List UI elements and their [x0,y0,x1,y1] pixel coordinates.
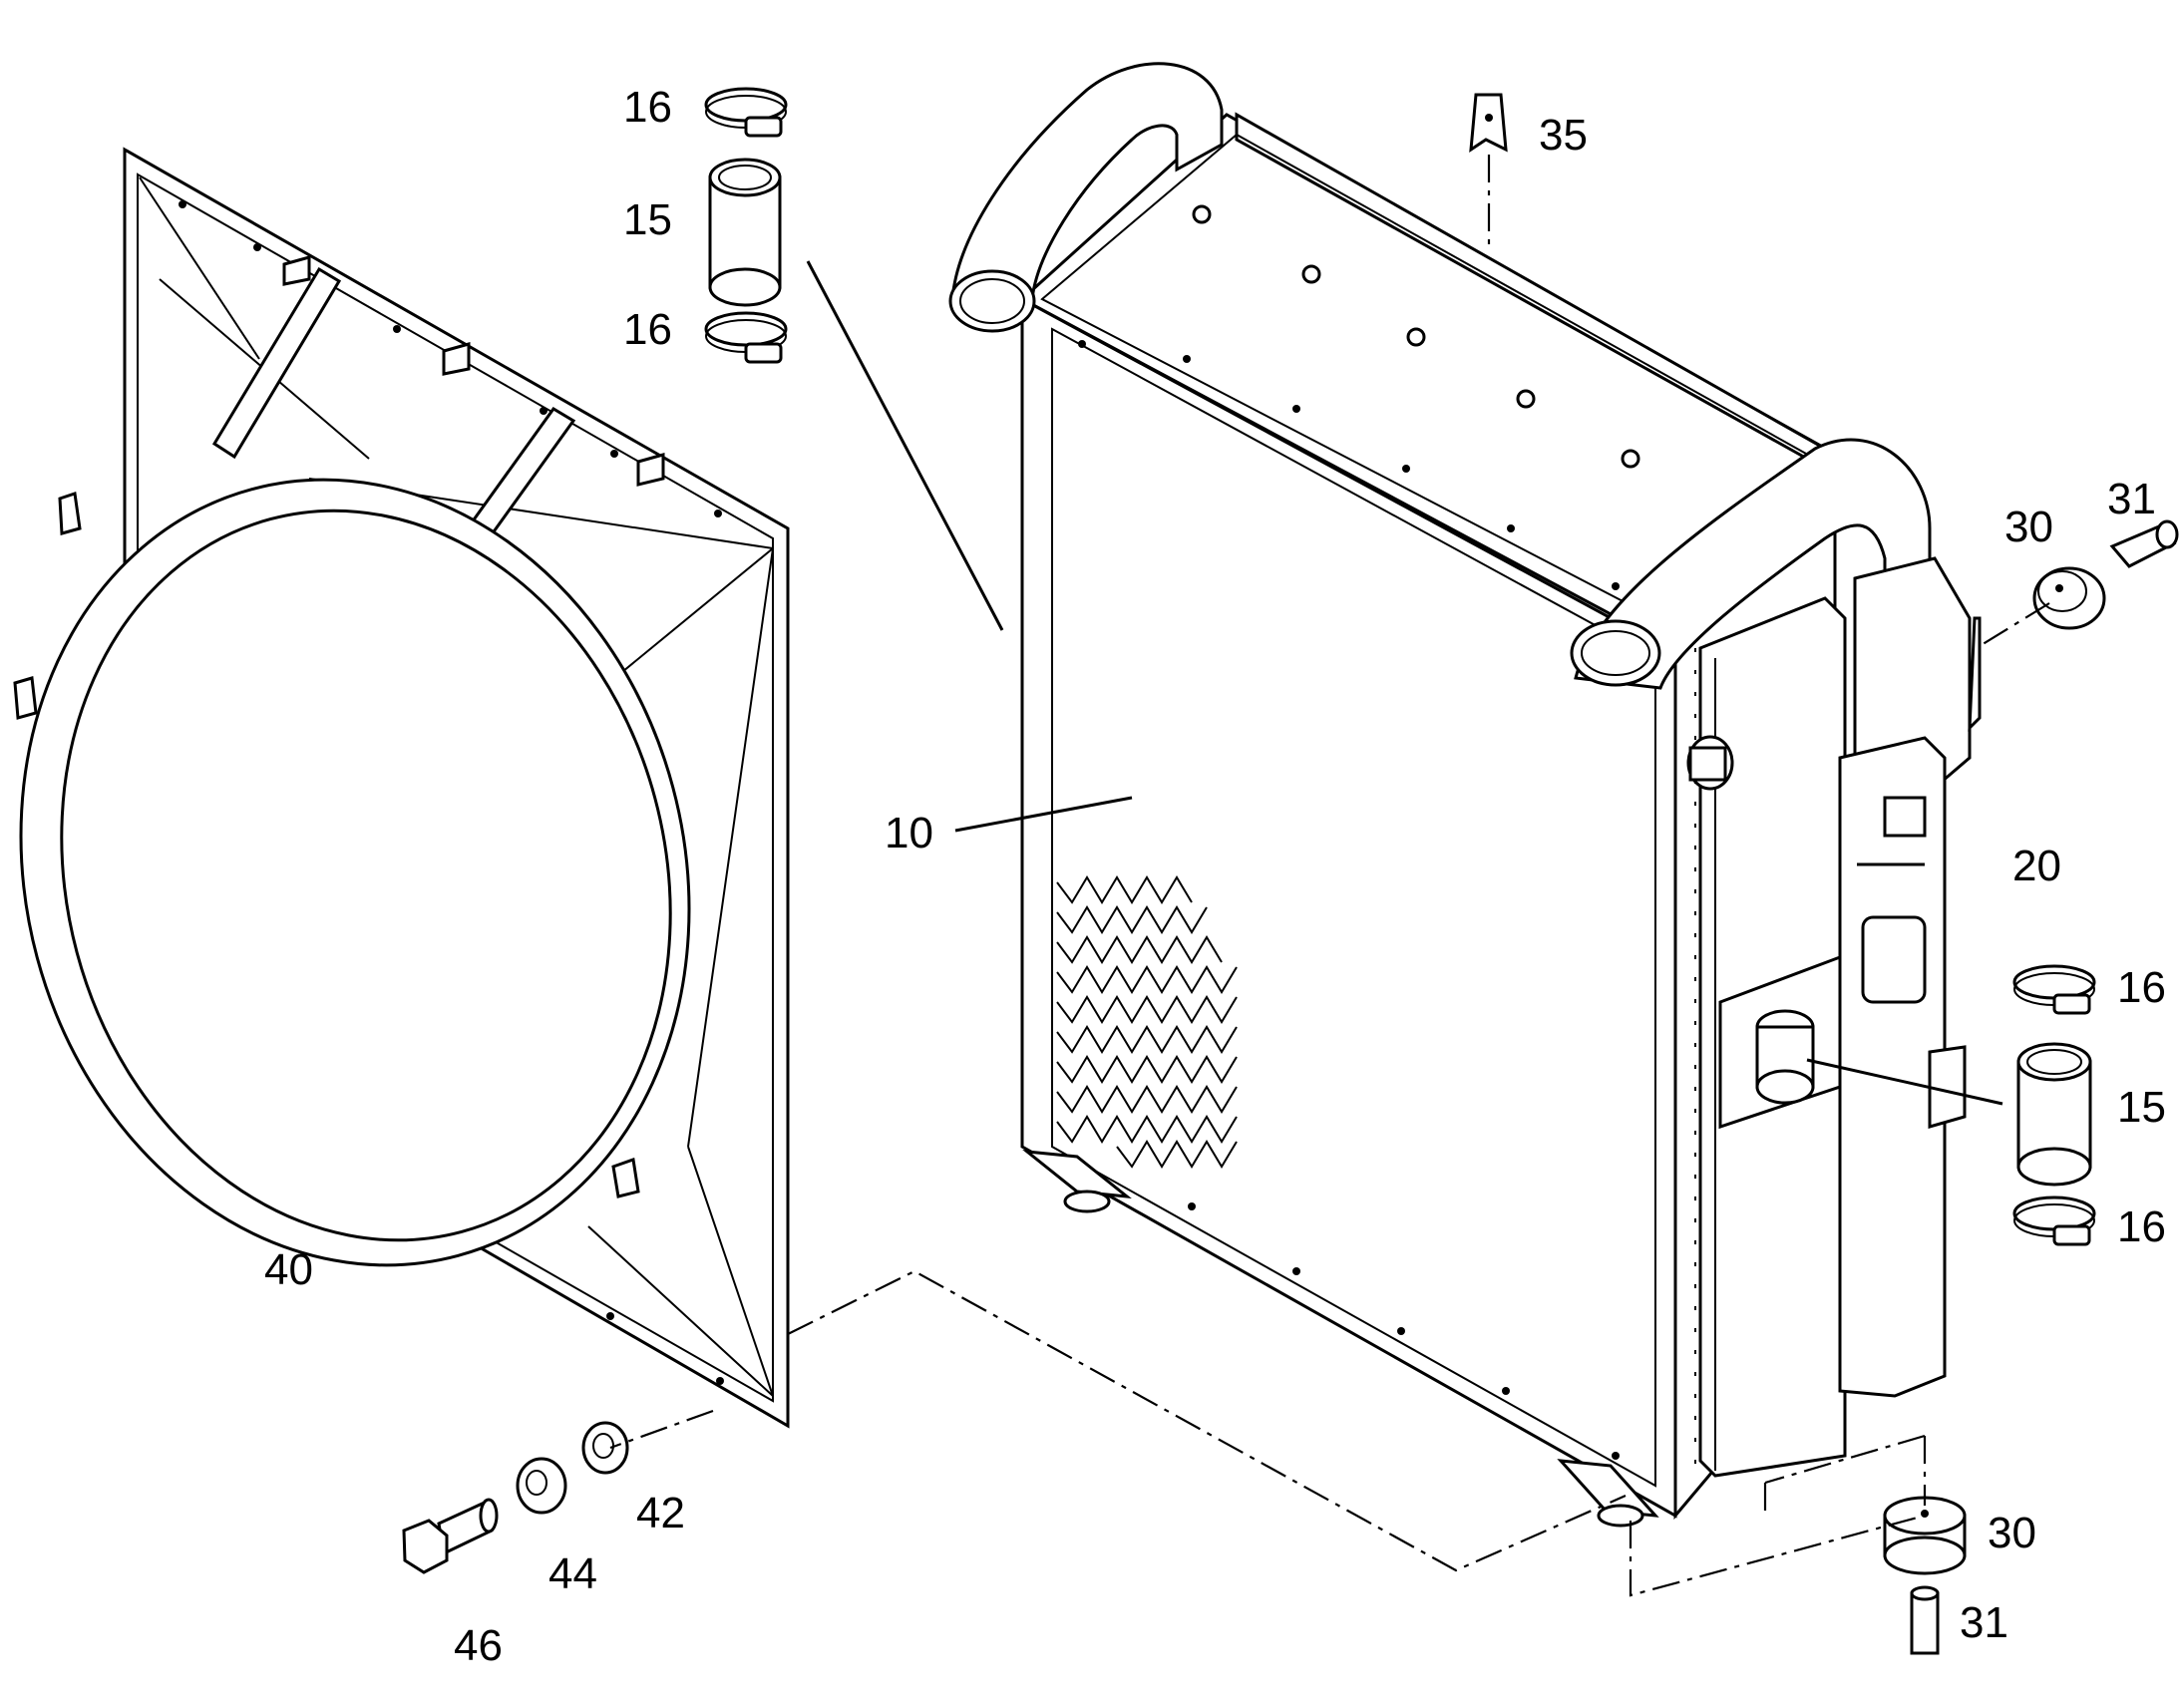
label-30-bottom: 30 [1988,1509,2036,1557]
leader-lines [806,260,2003,1106]
label-35: 35 [1539,111,1588,160]
label-31-right: 31 [2107,475,2156,523]
label-10: 10 [885,809,933,857]
label-44: 44 [548,1549,597,1598]
label-16-top-upper: 16 [623,83,672,132]
hose-clamp-right-lower [2012,1196,2096,1246]
label-15-right: 15 [2117,1083,2166,1132]
spacer-sleeve-bottom [1910,1585,1940,1655]
short-hose [1755,1009,1815,1105]
rubber-grommet-bottom [1883,1496,1967,1575]
label-40: 40 [264,1245,313,1294]
label-16-right-upper: 16 [2117,963,2166,1012]
lock-washer [581,1421,629,1475]
label-46: 46 [454,1621,503,1670]
clip [1469,93,1508,153]
label-30-right: 30 [2004,503,2053,551]
hose-section-top [708,158,782,307]
label-16-right-lower: 16 [2117,1202,2166,1251]
hose-section-right [2016,1042,2092,1187]
label-31-bottom: 31 [1960,1598,2008,1647]
label-20: 20 [2012,842,2061,890]
spacer-sleeve-right [2109,519,2179,568]
hex-bolt [402,1498,499,1574]
hose-clamp-top-lower [704,311,788,364]
part-labels: 16 15 16 35 10 20 30 31 16 15 16 30 31 4… [264,83,2166,1670]
core-mesh [1056,875,1238,1169]
hose-clamp-right-upper [2012,964,2096,1015]
label-15-top: 15 [623,195,672,244]
center-lines [609,155,2050,1597]
rubber-grommet-right [2032,566,2106,630]
fan-shroud [13,147,790,1429]
label-42: 42 [636,1489,685,1537]
flat-washer [516,1457,567,1515]
upper-hose-left [948,62,1224,333]
label-16-top-lower: 16 [623,305,672,354]
expansion-tank [1838,556,1982,1398]
upper-hose-right [1570,438,1932,690]
hose-clamp-top-upper [704,87,788,138]
